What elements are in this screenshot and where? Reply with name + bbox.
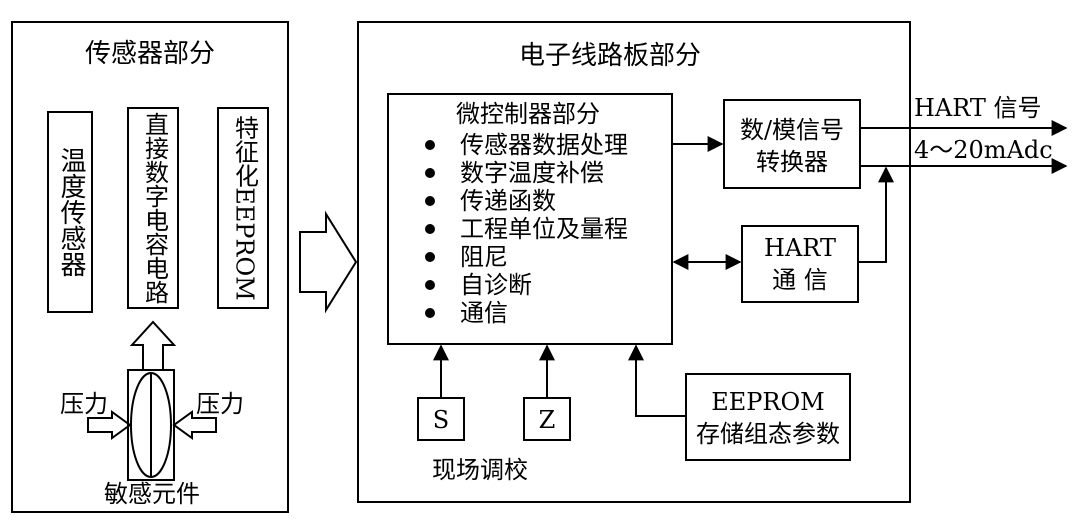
list-item: 传递函数 (460, 187, 556, 215)
bullet-icon (425, 196, 435, 206)
hart-comm-line1: HART (764, 234, 836, 262)
s-button-box[interactable] (417, 397, 465, 441)
s-button-label: S (433, 406, 449, 434)
bullet-icon (425, 224, 435, 234)
bullet-icon (425, 252, 435, 262)
pressure-left-label: 压力 (60, 390, 108, 418)
list-item: 数字温度补偿 (460, 159, 604, 187)
eeprom-box (685, 373, 851, 461)
characterization-eeprom-label: 特征化EEPROM (231, 115, 259, 301)
microcontroller-title: 微控制器部分 (456, 100, 600, 128)
characterization-eeprom-box (217, 107, 269, 309)
bullet-icon (425, 140, 435, 150)
current-signal-label: 4～20mAdc (914, 136, 1053, 164)
list-item: 阻尼 (460, 243, 508, 271)
list-item: 工程单位及量程 (460, 215, 628, 243)
eeprom-line1: EEPROM (711, 388, 825, 416)
bullet-icon (425, 168, 435, 178)
da-converter-box (723, 99, 861, 189)
list-item: 通信 (460, 299, 508, 327)
hart-signal-label: HART 信号 (914, 94, 1042, 122)
temperature-sensor-box (47, 111, 93, 313)
field-calibration-label: 现场调校 (432, 456, 528, 484)
microcontroller-feature-list: 传感器数据处理 数字温度补偿 传递函数 工程单位及量程 阻尼 自诊断 通信 (425, 131, 628, 327)
big-right-arrow-icon (299, 210, 358, 314)
eeprom-to-mcu-arrow (628, 344, 686, 417)
bullet-icon (425, 308, 435, 318)
hart-comm-box (741, 225, 859, 303)
hollow-up-arrow-icon (129, 320, 177, 371)
microcontroller-box (387, 93, 673, 345)
pressure-left-arrow-icon (87, 410, 132, 440)
da-converter-line2: 转换器 (756, 148, 828, 176)
da-converter-line1: 数/模信号 (740, 116, 844, 144)
list-item: 自诊断 (460, 271, 532, 299)
capacitance-circuit-label: 直接数字电容电路 (141, 112, 169, 304)
sensor-section-title: 传感器部分 (85, 39, 215, 69)
capacitance-circuit-box (127, 107, 179, 309)
sensing-element-label: 敏感元件 (104, 480, 200, 508)
z-button-box[interactable] (523, 397, 571, 441)
eeprom-line2: 存储组态参数 (696, 420, 840, 448)
z-button-label: Z (539, 406, 556, 434)
hart-to-output-arrow (858, 166, 894, 263)
pressure-right-arrow-icon (172, 410, 217, 440)
pressure-right-label: 压力 (196, 390, 244, 418)
hart-comm-line2: 通 信 (772, 266, 828, 294)
temperature-sensor-label: 温度传感器 (56, 147, 86, 277)
electronics-section-title: 电子线路板部分 (519, 41, 701, 71)
bullet-icon (425, 280, 435, 290)
list-item: 传感器数据处理 (460, 131, 628, 159)
